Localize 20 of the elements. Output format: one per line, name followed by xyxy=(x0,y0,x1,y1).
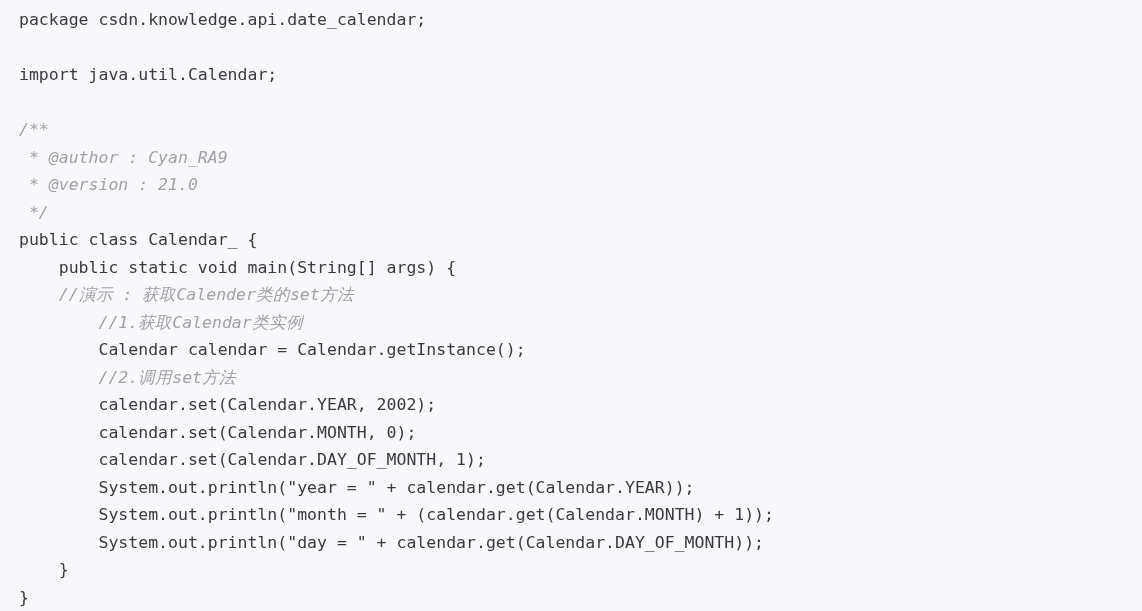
code-line: calendar.set(Calendar.MONTH, 0); xyxy=(97,421,417,444)
code-line: System.out.println("month = " + (calendar.get(Calendar.MONTH) + 1)); xyxy=(97,504,774,526)
code-line: //1.获取Calendar类实例 xyxy=(97,311,303,334)
code-line: System.out.println("year = " + calendar.get(Calendar.YEAR)); xyxy=(97,476,695,499)
code-line: calendar.set(Calendar.YEAR, 2002); xyxy=(97,394,437,416)
code-line: import java.util.Calendar; xyxy=(19,64,278,86)
code-line: public static void main(String[] args) { xyxy=(57,256,457,279)
code-line: } xyxy=(57,559,69,581)
code-line: /** xyxy=(19,119,49,141)
code-line: */ xyxy=(27,201,49,224)
code-line: } xyxy=(19,586,29,609)
code-line: //2.调用set方法 xyxy=(97,366,236,389)
code-line: System.out.println("day = " + calendar.get(Calendar.DAY_OF_MONTH)); xyxy=(97,531,765,554)
code-line: * @version : 21.0 xyxy=(27,174,198,196)
code-line: package csdn.knowledge.api.date_calendar; xyxy=(19,9,427,31)
code-line: public class Calendar_ { xyxy=(19,229,258,251)
code-line: * @author : Cyan_RA9 xyxy=(27,146,228,169)
code-line: calendar.set(Calendar.DAY_OF_MONTH, 1); xyxy=(97,449,486,471)
code-line: //演示 : 获取Calender类的set方法 xyxy=(57,284,354,306)
code-line: Calendar calendar = Calendar.getInstance(); xyxy=(97,339,526,361)
